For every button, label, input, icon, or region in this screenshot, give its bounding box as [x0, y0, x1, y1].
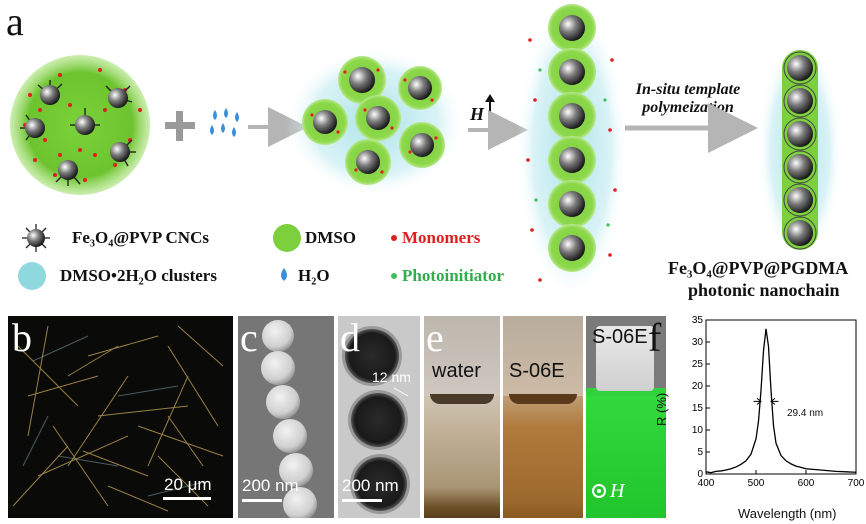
aligned-chain [517, 0, 627, 300]
cnc-clusters [285, 47, 465, 197]
panel-e-vial-s06e-green: S-06E H [586, 316, 666, 518]
panel-e-vial-water: water e [424, 316, 500, 518]
panel-c-scalebar [242, 499, 282, 502]
chart-frame [705, 319, 857, 475]
panel-letter-c: c [240, 316, 258, 360]
panel-d-tem-image: 12 nm 200 nm d [338, 316, 420, 518]
panel-b-scale-label: 20 μm [164, 475, 212, 494]
photonic-nanochain [758, 38, 842, 262]
water-drops-icon [210, 108, 239, 137]
legend-dmso-label: DMSO [305, 228, 356, 247]
tem-chain [342, 326, 410, 514]
legend-photoinitiator-label: Photoinitiator [402, 266, 504, 285]
vial-label-s06e-2: S-06E [592, 326, 648, 348]
x-tick-label: 600 [798, 478, 815, 489]
chart-ylabel: R (%) [654, 392, 669, 426]
vial-label-water: water [432, 360, 481, 382]
arrow-text-line2: polymeization [640, 99, 734, 116]
y-tick-label: 35 [692, 316, 704, 326]
legend-clusters-label: DMSO•2H₂O clusters [60, 266, 217, 285]
cnc-dispersion-drop [10, 55, 150, 195]
y-tick-label: 10 [692, 425, 704, 436]
legend-cluster-icon [18, 262, 46, 290]
legend-monomers-label: Monomers [402, 228, 481, 247]
fwhm-arrow-left [753, 398, 762, 405]
panel-a-schematic: H In-situ template polymeization [10, 0, 842, 300]
y-tick-label: 25 [692, 359, 704, 370]
panel-d-scale-label: 200 nm [342, 476, 399, 495]
x-tick-label: 400 [698, 478, 715, 489]
x-tick-label: 700 [848, 478, 865, 489]
vial-field-label: H [610, 480, 625, 502]
y-tick-label: 5 [697, 447, 703, 458]
chart-fwhm-label: 29.4 nm [787, 408, 824, 419]
legend-photoinitiator-icon [391, 273, 397, 279]
x-tick-label: 500 [748, 478, 765, 489]
plus-icon [165, 111, 195, 141]
field-out-of-page-icon [592, 484, 606, 498]
reflection-spectrum-line [705, 328, 857, 474]
y-tick-label: 20 [692, 381, 704, 392]
panel-letter-a: a [6, 0, 24, 44]
arrow-text-line1: In-situ template [635, 81, 740, 98]
field-h-label: H [469, 104, 485, 124]
y-tick-label: 0 [697, 469, 703, 480]
panel-c-scale-label: 200 nm [242, 476, 299, 495]
legend-cncs-label: Fe₃O₄@PVP CNCs [72, 228, 209, 247]
chart-xlabel: Wavelength (nm) [738, 506, 837, 521]
product-label-line1: Fe₃O₄@PVP@PGDMA [668, 258, 849, 278]
sem-chain [261, 320, 317, 518]
legend-dmso-icon [273, 224, 301, 252]
panel-b-darkfield-image: 20 μm b [8, 316, 233, 518]
panel-letter-d: d [340, 316, 360, 360]
panel-c-sem-image: 200 nm c [238, 316, 334, 518]
panel-letter-e: e [426, 316, 444, 360]
panel-f-reflection-chart: 400 500 600 700 0 5 10 15 20 25 30 35 [670, 316, 866, 524]
y-tick-label: 30 [692, 337, 704, 348]
legend-monomer-icon [391, 235, 397, 241]
product-label-line2: photonic nanochain [688, 280, 840, 300]
legend-h2o-icon [281, 268, 287, 281]
vial-label-s06e-1: S-06E [509, 360, 565, 382]
panel-d-scalebar [342, 499, 382, 502]
fwhm-arrow-right [770, 398, 779, 405]
panel-letter-b: b [12, 316, 32, 360]
panel-letter-f: f [648, 315, 662, 360]
y-tick-label: 15 [692, 403, 704, 414]
panel-d-shell-label: 12 nm [372, 369, 411, 385]
legend-cnc-icon [22, 224, 50, 252]
panel-b-scalebar [163, 497, 211, 500]
panel-e-vial-s06e-brown: S-06E [503, 316, 583, 518]
legend-h2o-label: H₂O [298, 266, 330, 285]
